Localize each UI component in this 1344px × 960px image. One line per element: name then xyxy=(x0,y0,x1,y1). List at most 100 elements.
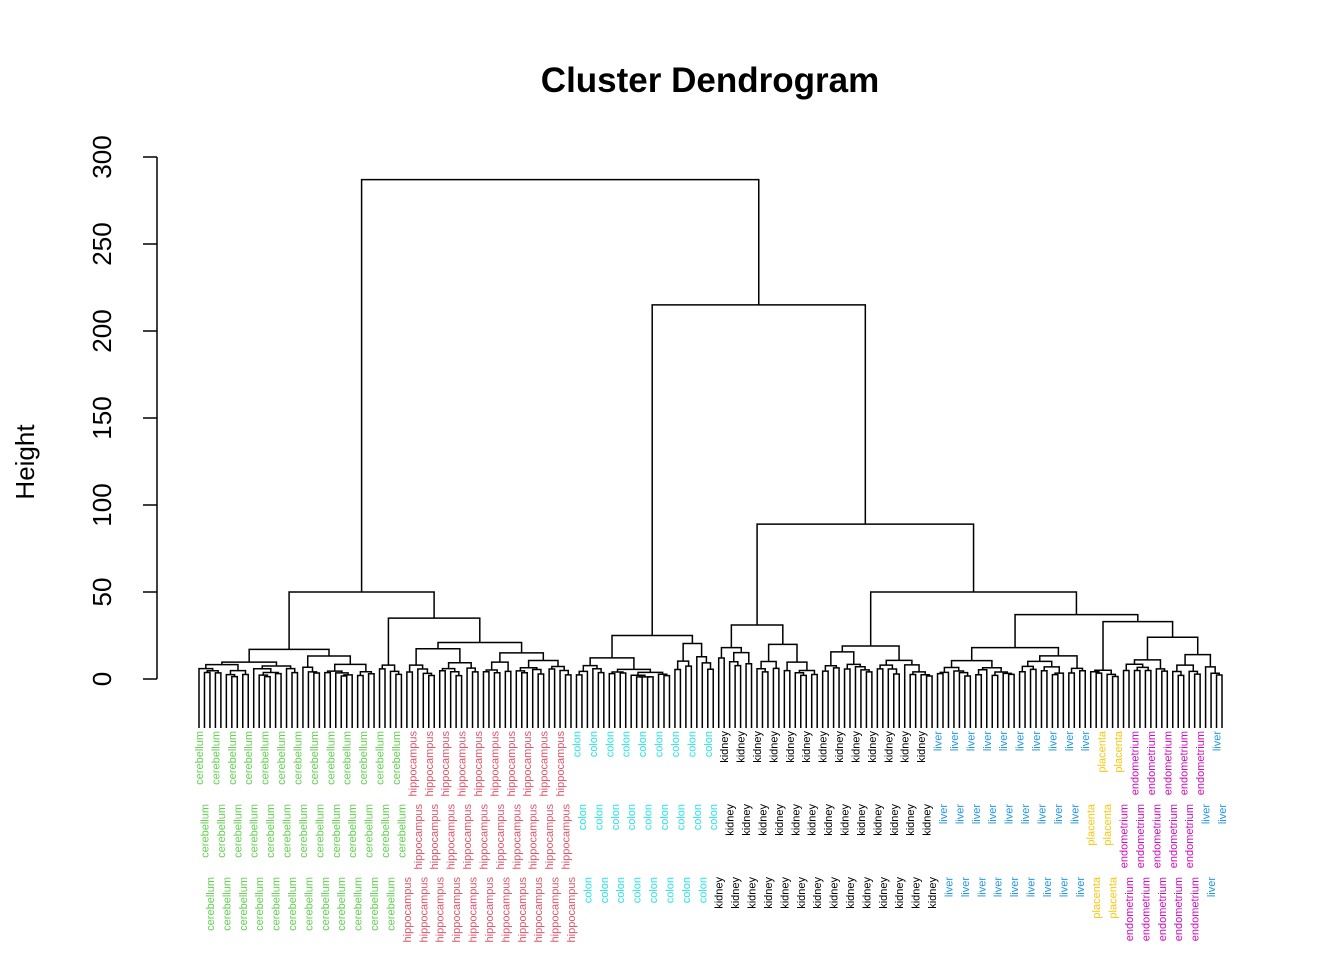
leaf-label: placenta xyxy=(1097,730,1109,772)
dendrogram-branch xyxy=(635,676,643,728)
dendrogram-branch xyxy=(1122,669,1130,728)
leaf-label: colon xyxy=(615,877,627,903)
dendrogram-branch xyxy=(306,655,352,668)
dendrogram-branch xyxy=(389,670,400,728)
leaf-label: cerebellum xyxy=(314,804,326,858)
leaf-label: endometrium xyxy=(1135,804,1147,868)
dendrogram-branch xyxy=(936,672,944,728)
leaf-label: colon xyxy=(643,804,655,830)
dendrogram-branch xyxy=(437,641,523,653)
leaf-label: liver xyxy=(982,731,994,752)
dendrogram-branch xyxy=(717,657,725,728)
leaf-label: kidney xyxy=(850,731,862,763)
leaf-label: kidney xyxy=(752,731,764,763)
leaf-label: hippocampus xyxy=(413,804,425,870)
dendrogram-branch xyxy=(225,673,236,728)
leaf-label: placenta xyxy=(1102,803,1114,845)
dendrogram-branch xyxy=(756,667,766,728)
dendrogram-branch xyxy=(515,670,526,728)
leaf-label: cerebellum xyxy=(375,731,387,785)
leaf-label: endometrium xyxy=(1146,731,1158,795)
dendrogram-branch xyxy=(229,669,247,675)
dendrogram-branch xyxy=(1043,666,1060,674)
leaf-label: hippocampus xyxy=(533,877,545,943)
leaf-label: kidney xyxy=(911,877,923,909)
leaf-label: liver xyxy=(1020,804,1032,825)
dendrogram-branch xyxy=(981,666,1002,673)
leaf-label: hippocampus xyxy=(402,877,414,943)
leaf-label: liver xyxy=(965,731,977,752)
leaf-label: hippocampus xyxy=(517,877,529,943)
leaf-label: liver xyxy=(943,877,955,898)
leaf-label: liver xyxy=(1201,804,1213,825)
dendrogram-branch xyxy=(1014,613,1139,648)
leaf-label: hippocampus xyxy=(539,731,551,797)
dendrogram-branch xyxy=(843,668,851,728)
leaf-label: placenta xyxy=(1113,730,1125,772)
leaf-label: cerebellum xyxy=(232,804,244,858)
dendrogram-branch xyxy=(387,617,481,666)
leaf-label: hippocampus xyxy=(429,804,441,870)
dendrogram-branch xyxy=(340,675,348,728)
dendrogram-branch xyxy=(869,591,1078,646)
dendrogram-branch xyxy=(1068,672,1076,728)
leaf-label: kidney xyxy=(747,877,759,909)
leaf-label: liver xyxy=(993,877,1005,898)
dendrogram-branch xyxy=(958,671,969,728)
dendrogram-branch xyxy=(285,667,296,728)
leaf-label: cerebellum xyxy=(353,877,365,931)
leaf-label: endometrium xyxy=(1129,731,1141,795)
leaf-label: cerebellum xyxy=(243,731,255,785)
leaf-label: kidney xyxy=(927,877,939,909)
leaf-label: colon xyxy=(697,877,709,903)
dendrogram-branch xyxy=(261,665,292,669)
dendrogram-branch xyxy=(1188,670,1199,728)
leaf-label: kidney xyxy=(796,877,808,909)
leaf-label: liver xyxy=(938,804,950,825)
leaf-label: cerebellum xyxy=(369,877,381,931)
leaf-label: liver xyxy=(1009,877,1021,898)
dendrogram-branch xyxy=(1193,673,1201,728)
dendrogram-branch xyxy=(810,673,818,728)
leaf-label: cerebellum xyxy=(391,731,403,785)
dendrogram-branch xyxy=(504,670,512,728)
leaf-label: cerebellum xyxy=(271,877,283,931)
dendrogram-branch xyxy=(274,672,282,728)
dendrogram-branch xyxy=(994,671,1009,676)
dendrogram-branch xyxy=(783,669,791,728)
leaf-label: hippocampus xyxy=(451,877,463,943)
dendrogram-branch xyxy=(800,674,807,728)
dendrogram-branch xyxy=(637,671,664,676)
leaf-label: kidney xyxy=(900,731,912,763)
leaf-label: colon xyxy=(703,731,715,757)
leaf-label: endometrium xyxy=(1190,877,1202,941)
leaf-label: hippocampus xyxy=(511,804,523,870)
dendrogram-branch xyxy=(422,672,433,728)
leaf-label: kidney xyxy=(801,731,813,763)
leaf-label: hippocampus xyxy=(478,804,490,870)
leaf-label: kidney xyxy=(829,877,841,909)
leaf-label: colon xyxy=(571,731,583,757)
leaf-label: kidney xyxy=(774,804,786,836)
dendrogram-branch xyxy=(537,673,545,728)
leaf-label: endometrium xyxy=(1184,804,1196,868)
dendrogram-branch xyxy=(651,304,867,636)
leaf-label: colon xyxy=(681,877,693,903)
leaf-label: placenta xyxy=(1091,876,1103,918)
dendrogram-branch xyxy=(728,660,739,728)
dendrogram-branch xyxy=(447,662,472,669)
leaf-label: liver xyxy=(1036,804,1048,825)
leaf-label: liver xyxy=(971,804,983,825)
leaf-label: cerebellum xyxy=(249,804,261,858)
leaf-label: kidney xyxy=(730,877,742,909)
leaf-label: colon xyxy=(621,731,633,757)
dendrogram-branch xyxy=(939,671,950,728)
y-tick-label: 200 xyxy=(87,309,117,352)
dendrogram-branch xyxy=(685,665,693,728)
leaf-label: cerebellum xyxy=(331,804,343,858)
dendrogram-branch xyxy=(977,668,988,728)
dendrogram-branch xyxy=(302,666,314,728)
leaf-label: cerebellum xyxy=(292,731,304,785)
leaf-label: kidney xyxy=(763,877,775,909)
leaf-label: hippocampus xyxy=(544,804,556,870)
